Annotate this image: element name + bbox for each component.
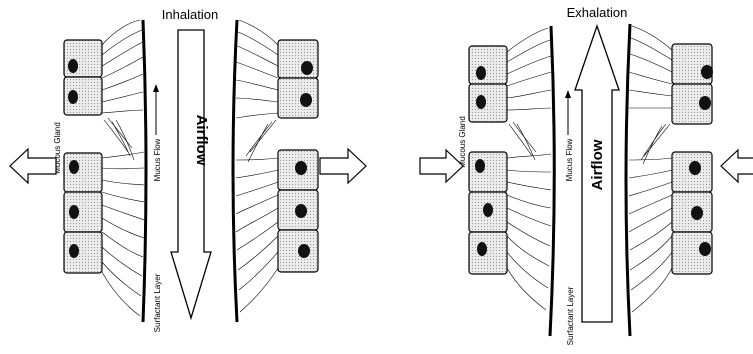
- inhalation-panel: Inhalation: [10, 7, 366, 332]
- epithelial-cell: [469, 46, 507, 84]
- cell-nucleus: [301, 61, 313, 75]
- inhalation-title: Inhalation: [162, 7, 218, 22]
- cell-nucleus: [295, 161, 307, 175]
- surfactant-membrane: [143, 20, 146, 322]
- epithelial-cell: [469, 84, 507, 122]
- surfactant-membrane: [550, 26, 554, 336]
- epithelial-cell: [278, 78, 318, 118]
- cell-nucleus: [483, 203, 493, 217]
- cell-nucleus: [68, 59, 78, 73]
- surfactant-layer-label: Surfactant Layer: [566, 286, 575, 345]
- cell-nucleus: [69, 205, 79, 219]
- epithelial-cell: [64, 153, 102, 192]
- cilia: [629, 26, 672, 312]
- epithelial-cell: [469, 232, 507, 274]
- airflow-label: Airflow: [589, 139, 606, 190]
- cell-nucleus: [69, 244, 79, 258]
- cell-nucleus: [689, 161, 701, 175]
- lower-cell-group: [672, 152, 712, 274]
- mucus-flow-label: Mucus Flow: [153, 138, 162, 181]
- cell-nucleus: [476, 95, 486, 109]
- cilia: [102, 20, 144, 316]
- right-epithelium: [233, 20, 318, 322]
- surfactant-membrane: [626, 24, 630, 336]
- cilia: [236, 20, 278, 312]
- epithelial-cell: [278, 40, 318, 78]
- exhalation-title: Exhalation: [567, 5, 628, 20]
- cell-nucleus: [69, 160, 79, 174]
- left-epithelium: [64, 20, 146, 322]
- left-side-arrow-inward: [420, 150, 463, 182]
- upper-cell-group: [469, 46, 507, 122]
- right-side-arrow-inward: [721, 150, 753, 182]
- right-side-arrow-outward: [320, 149, 366, 183]
- cell-nucleus: [300, 93, 312, 107]
- exhalation-panel: Exhalation: [420, 5, 753, 345]
- lower-cell-group: [64, 153, 102, 273]
- mucus-flow-arrowhead: [565, 90, 571, 98]
- cell-nucleus: [477, 242, 487, 256]
- lower-cell-group: [278, 150, 318, 272]
- surfactant-membrane: [233, 20, 237, 322]
- lower-cell-group: [469, 152, 507, 274]
- left-side-arrow-outward: [10, 149, 56, 183]
- right-epithelium: [626, 24, 713, 336]
- cell-nucleus: [475, 159, 485, 173]
- cell-nucleus: [295, 204, 307, 218]
- epithelial-cell: [469, 152, 507, 192]
- upper-cell-group: [672, 44, 713, 124]
- cell-nucleus: [298, 244, 310, 258]
- upper-cell-group: [278, 40, 318, 118]
- mucus-flow-label: Mucus Flow: [565, 138, 574, 181]
- mucous-gland-label: Mucous Gland: [458, 116, 467, 168]
- cell-nucleus: [476, 66, 486, 80]
- cell-nucleus: [701, 65, 713, 79]
- cilia: [507, 28, 551, 310]
- upper-cell-group: [64, 40, 102, 115]
- surfactant-layer-label: Surfactant Layer: [153, 273, 162, 332]
- left-epithelium: [469, 26, 554, 336]
- epithelial-cell: [64, 40, 102, 77]
- cell-nucleus: [699, 242, 711, 256]
- cell-nucleus: [68, 90, 78, 104]
- airflow-down-arrow: [171, 30, 211, 318]
- mucus-flow-arrowhead: [153, 84, 159, 92]
- cell-nucleus: [699, 96, 711, 110]
- cell-nucleus: [691, 206, 703, 220]
- airflow-label: Airflow: [193, 115, 210, 166]
